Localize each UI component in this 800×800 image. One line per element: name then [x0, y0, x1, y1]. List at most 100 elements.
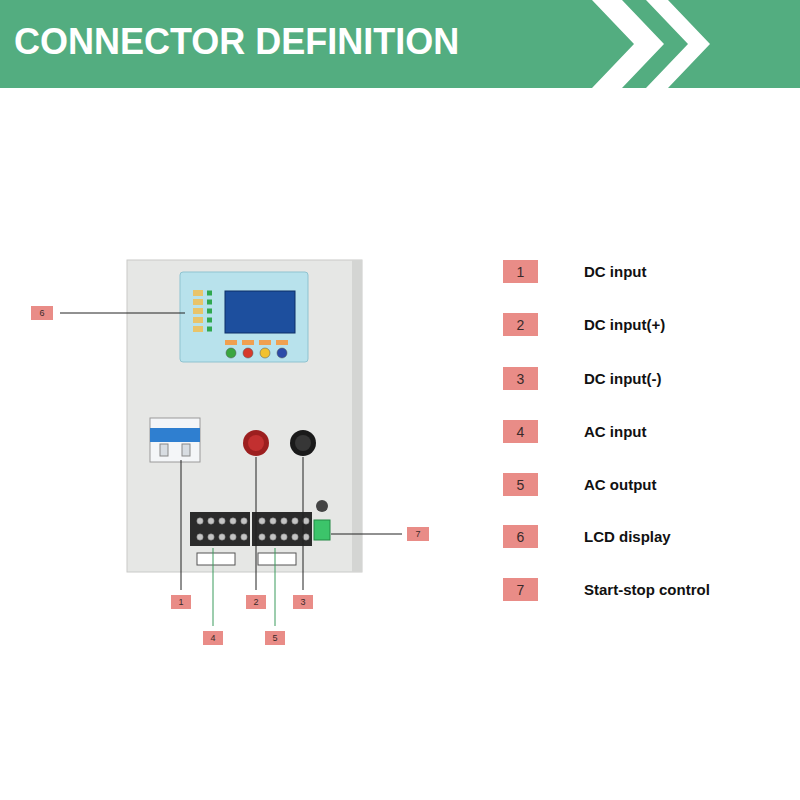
number-box: 3: [503, 367, 538, 390]
connector-name: AC input: [584, 423, 646, 440]
number-box: 1: [503, 260, 538, 283]
push-button: [277, 348, 287, 358]
leader-line: [256, 457, 257, 590]
cabinet-side: [352, 260, 362, 572]
callout-number: 2: [517, 317, 525, 333]
connector-name: Start-stop control: [584, 581, 710, 598]
callout-number: 4: [517, 424, 525, 440]
callout-number: 7: [415, 529, 420, 539]
terminal-screw: [241, 534, 247, 540]
legend-row: 1 DC input: [503, 260, 646, 283]
terminal-screw: [197, 534, 203, 540]
cabinet-body: [127, 260, 362, 572]
callout-number: 5: [517, 477, 525, 493]
callout-number: 2: [253, 597, 258, 607]
indicator-label: [193, 308, 203, 314]
indicator-label: [193, 317, 203, 323]
callout-number: 1: [517, 264, 525, 280]
legend-row: 5 AC output: [503, 473, 656, 496]
button-label: [225, 340, 237, 345]
terminal-screw: [197, 518, 203, 524]
button-label: [259, 340, 271, 345]
leader-line: [275, 548, 276, 626]
number-box: 4: [503, 420, 538, 443]
indicator-led: [207, 300, 212, 305]
push-button: [226, 348, 236, 358]
callout-number: 4: [210, 633, 215, 643]
callout-number: 3: [300, 597, 305, 607]
terminal-screw: [281, 534, 287, 540]
terminal-screw: [208, 534, 214, 540]
title-banner: [0, 0, 800, 88]
callout-number: 3: [517, 371, 525, 387]
breaker-band: [150, 428, 200, 442]
legend-row: 7 Start-stop control: [503, 578, 710, 601]
indicator-label: [193, 290, 203, 296]
terminal-screw: [303, 534, 309, 540]
callout-number: 6: [517, 529, 525, 545]
callout-box: 1: [171, 595, 191, 609]
breaker: [150, 418, 200, 462]
terminal-screw: [292, 518, 298, 524]
legend-row: 6 LCD display: [503, 525, 671, 548]
fitting: [316, 500, 328, 512]
breaker-toggle: [160, 444, 168, 456]
connector-name: DC input: [584, 263, 646, 280]
negative-terminal-cap: [295, 435, 311, 451]
indicator-led: [207, 318, 212, 323]
leader-line: [331, 534, 402, 535]
number-box: 5: [503, 473, 538, 496]
terminal-screw: [270, 534, 276, 540]
chevron: [592, 0, 664, 88]
terminal-screw: [219, 534, 225, 540]
leader-line: [60, 313, 185, 314]
callout-number: 7: [517, 582, 525, 598]
button-group: [225, 340, 288, 358]
terminal-screw: [281, 518, 287, 524]
terminal-screw: [270, 518, 276, 524]
lcd-screen: [225, 291, 295, 333]
legend-row: 4 AC input: [503, 420, 646, 443]
connector-name: LCD display: [584, 528, 671, 545]
button-label: [276, 340, 288, 345]
page-title: CONNECTOR DEFINITION: [14, 20, 459, 64]
legend-row: 2DC input(+): [503, 313, 665, 336]
indicator-label: [193, 326, 203, 332]
terminal-screw: [219, 518, 225, 524]
callout-number: 5: [272, 633, 277, 643]
connector-name: AC output: [584, 476, 656, 493]
screw-group: [197, 518, 309, 540]
number-box: 6: [503, 525, 538, 548]
leader-line: [213, 548, 214, 626]
indicator-label: [193, 299, 203, 305]
connector-name: DC input(-): [584, 370, 661, 387]
terminal-screw: [259, 534, 265, 540]
terminal-screw: [230, 518, 236, 524]
indicator-led: [207, 309, 212, 314]
callout-number: 1: [178, 597, 183, 607]
callout-box: 6: [31, 306, 53, 320]
indicator-led: [207, 291, 212, 296]
terminal-screw: [259, 518, 265, 524]
terminal-screw: [208, 518, 214, 524]
terminal-screw: [303, 518, 309, 524]
leader-line: [181, 460, 182, 590]
positive-terminal: [243, 430, 269, 456]
callout-box: 4: [203, 631, 223, 645]
negative-terminal: [290, 430, 316, 456]
control-panel: [180, 272, 308, 362]
callout-box: 5: [265, 631, 285, 645]
callout-box: 3: [293, 595, 313, 609]
number-box: 7: [503, 578, 538, 601]
label-plate: [258, 553, 296, 565]
label-plate: [197, 553, 235, 565]
terminal-screw: [292, 534, 298, 540]
terminal-screw: [241, 518, 247, 524]
callout-number: 6: [39, 308, 44, 318]
indicator-group: [193, 290, 212, 332]
callout-box: 7: [407, 527, 429, 541]
indicator-led: [207, 327, 212, 332]
push-button: [243, 348, 253, 358]
leader-line: [303, 457, 304, 590]
